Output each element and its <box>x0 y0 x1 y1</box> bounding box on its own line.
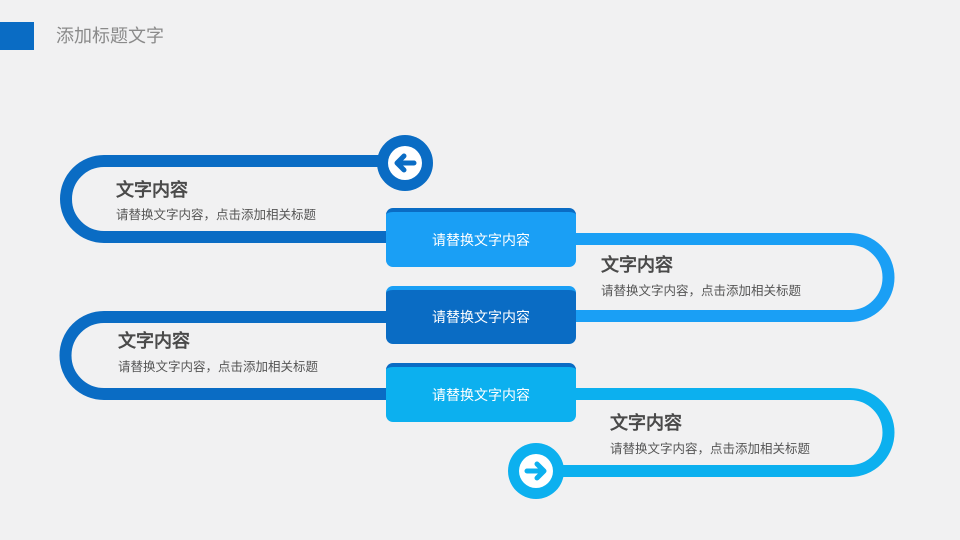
step-title: 文字内容 <box>610 413 682 433</box>
title-accent-bar <box>0 22 34 50</box>
step-title: 文字内容 <box>118 331 190 351</box>
step-title: 文字内容 <box>116 180 188 200</box>
step-desc: 请替换文字内容，点击添加相关标题 <box>610 442 811 456</box>
step-4: 文字内容 请替换文字内容，点击添加相关标题 <box>610 411 810 458</box>
step-2: 文字内容 请替换文字内容，点击添加相关标题 <box>601 253 801 300</box>
page-title: 添加标题文字 <box>56 26 164 46</box>
step-desc: 请替换文字内容，点击添加相关标题 <box>118 360 319 374</box>
center-box-label: 请替换文字内容 <box>432 231 530 248</box>
arrow-left-icon <box>377 135 433 191</box>
center-box-2: 请替换文字内容 <box>386 286 576 344</box>
step-title: 文字内容 <box>601 255 673 275</box>
center-box-3: 请替换文字内容 <box>386 363 576 422</box>
step-1: 文字内容 请替换文字内容，点击添加相关标题 <box>116 178 316 224</box>
arrow-right-icon <box>508 443 564 499</box>
step-desc: 请替换文字内容，点击添加相关标题 <box>601 284 802 298</box>
center-box-label: 请替换文字内容 <box>432 386 530 403</box>
center-box-1: 请替换文字内容 <box>386 208 576 267</box>
step-3: 文字内容 请替换文字内容，点击添加相关标题 <box>118 329 318 376</box>
step-desc: 请替换文字内容，点击添加相关标题 <box>116 208 317 222</box>
center-box-label: 请替换文字内容 <box>432 309 530 325</box>
